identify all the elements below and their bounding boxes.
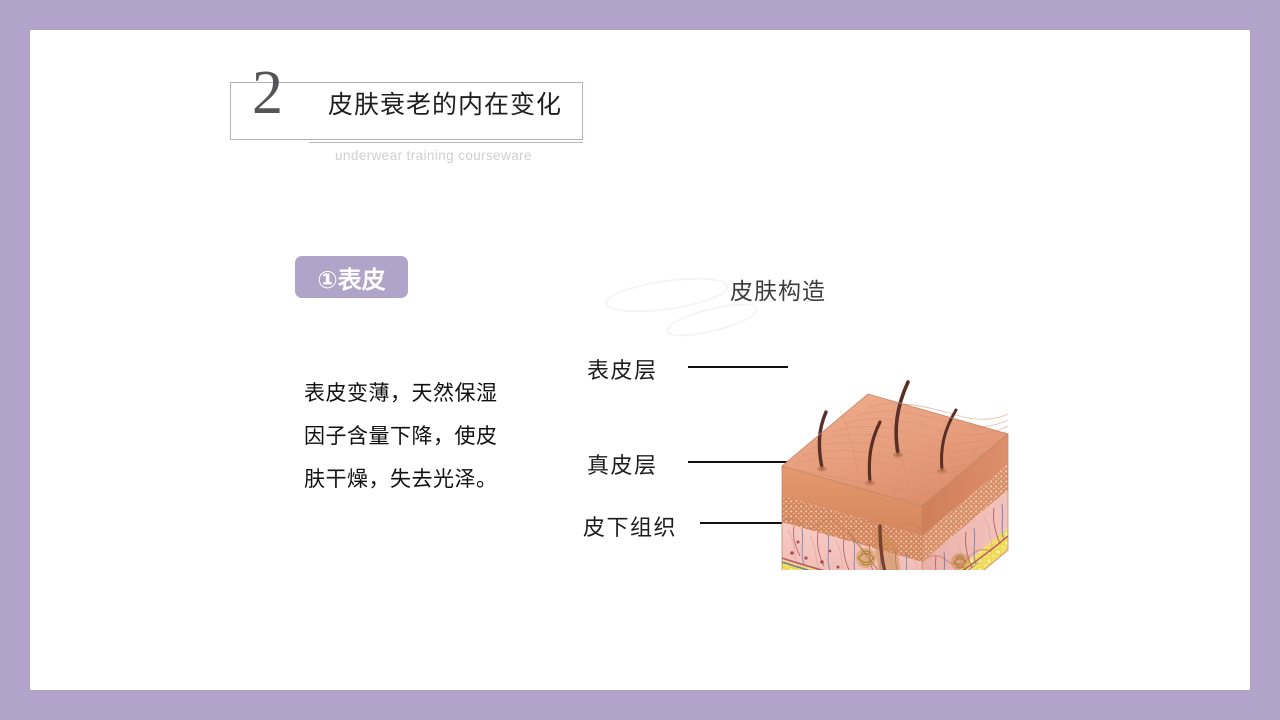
section-badge: ①表皮 [295,256,408,298]
page-title: 皮肤衰老的内在变化 [328,90,563,119]
section-badge-label: ①表皮 [317,265,386,294]
section-number: 2 [252,59,283,127]
leader-line-epidermis [688,366,788,368]
slide-header: 2 皮肤衰老的内在变化 underwear training coursewar… [202,62,602,207]
header-outline-box [230,82,583,140]
header-subtitle: underwear training courseware [335,148,532,163]
leader-line-dermis [688,461,791,463]
slide-canvas: 2 皮肤衰老的内在变化 underwear training coursewar… [30,30,1250,690]
diagram-title: 皮肤构造 [730,279,826,305]
diagram-label-epidermis: 表皮层 [587,359,658,384]
leader-line-subcutaneous [700,522,805,524]
skin-block-illustration [781,380,1009,570]
diagram-label-dermis: 真皮层 [587,454,658,479]
diagram-label-subcutaneous: 皮下组织 [583,516,678,541]
body-paragraph: 表皮变薄，天然保湿因子含量下降，使皮肤干燥，失去光泽。 [304,381,498,491]
header-divider [309,142,583,143]
skin-structure-diagram: 皮肤构造 表皮层 真皮层 皮下组织 [575,260,1045,580]
